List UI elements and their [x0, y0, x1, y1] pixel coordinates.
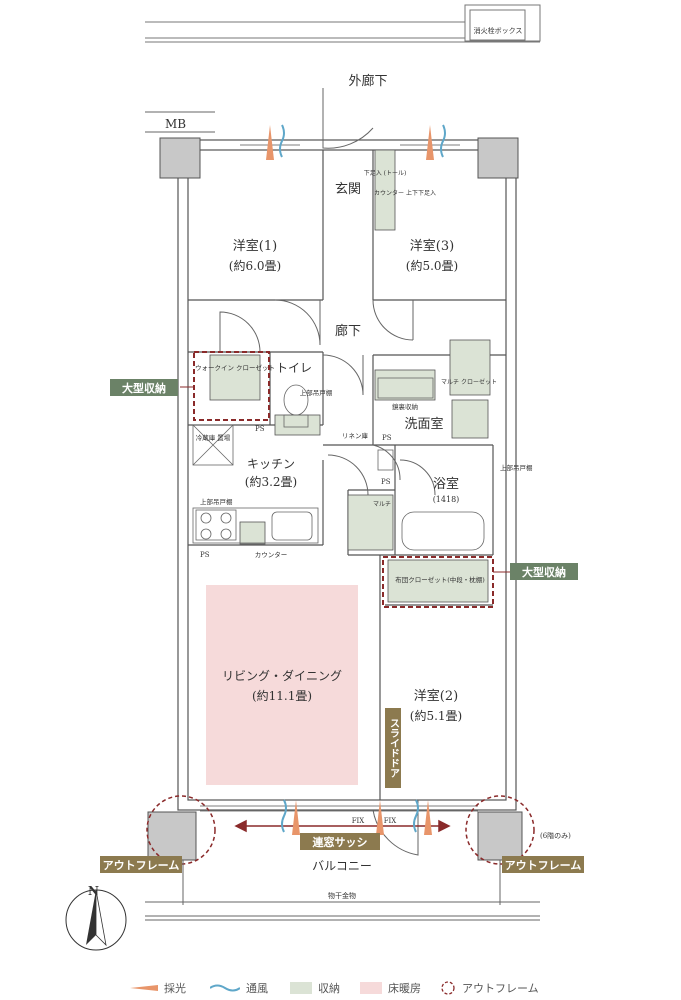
column-top-left: [159, 137, 201, 179]
western1-name: 洋室(1): [233, 238, 277, 254]
balcony-railing: [145, 860, 540, 921]
legend-out-frame: アウトフレーム: [440, 980, 539, 996]
fix-label-1: FIX: [352, 817, 365, 825]
fridge-label: 冷蔵庫 置場: [196, 433, 231, 442]
legend-floor-heating-label: 床暖房: [388, 982, 421, 995]
kitchen-size: (約3.2畳): [245, 474, 297, 489]
column-top-right: [477, 137, 519, 179]
legend-storage: 収納: [290, 980, 340, 996]
entrance-label: 玄関: [335, 182, 361, 197]
legend-out-frame-label: アウトフレーム: [462, 982, 539, 995]
shoe-box-label: 下足入 (トール): [364, 170, 407, 177]
clothes-hardware-label: 物干金物: [328, 891, 356, 900]
multi-label: マルチ: [373, 501, 391, 508]
heating-legend-swatch: [360, 982, 382, 994]
bath-name: 浴室: [433, 476, 459, 492]
legend-ventilation: 通風: [210, 980, 268, 996]
kitchen-name: キッチン: [247, 457, 295, 471]
exterior-top: [145, 4, 541, 43]
large-storage-tag-right: 大型収納: [510, 563, 578, 580]
toilet-label: トイレ: [276, 361, 312, 375]
living-size: (約11.1畳): [252, 688, 312, 703]
ps-label-2: PS: [200, 551, 210, 559]
ventilation-arrows: [279, 124, 446, 833]
fix-label-2: FIX: [384, 817, 397, 825]
out-frame-legend-icon: [441, 981, 455, 995]
western2-name: 洋室(2): [414, 688, 458, 704]
sanitary-fixtures: [283, 377, 485, 551]
out-frame-tag-left: アウトフレーム: [100, 856, 182, 873]
interior-walls: [188, 150, 506, 800]
mb-label: MB: [165, 117, 186, 131]
daylight-legend-icon: [130, 985, 158, 991]
balcony-label: バルコニー: [312, 859, 372, 873]
western2-size: (約5.1畳): [410, 708, 462, 723]
legend: 採光 通風 収納 床暖房 アウトフレーム: [0, 970, 681, 1000]
bath-size: (1418): [433, 495, 460, 504]
sixth-floor-label: (6階のみ): [540, 831, 571, 840]
ps-label-4: PS: [382, 434, 392, 442]
north-arrow: [65, 889, 127, 951]
daylight-arrows: [266, 125, 434, 835]
doors: [219, 88, 436, 856]
western3-name: 洋室(3): [410, 238, 454, 254]
legend-daylight-label: 採光: [164, 982, 186, 995]
western3-size: (約5.0畳): [406, 258, 458, 273]
multi-closet-label: マルチ クローゼット: [441, 378, 497, 386]
legend-floor-heating: 床暖房: [360, 980, 421, 996]
legend-ventilation-label: 通風: [246, 982, 268, 995]
outer-corridor-label: 外廊下: [348, 73, 387, 89]
column-bottom-left: [147, 811, 197, 861]
upper-cabinet-wash: 上部吊戸棚: [500, 463, 533, 472]
storage-areas: [209, 149, 491, 603]
shoe-box-counter-label: カウンター 上下下足入: [374, 189, 436, 197]
upper-cabinet-kitchen: 上部吊戸棚: [200, 497, 233, 506]
renso-sash-tag: 連窓サッシ: [300, 833, 380, 850]
mirror-storage-label: 鏡裏収納: [392, 402, 418, 411]
ps-label-1: PS: [255, 425, 265, 433]
washroom-label: 洗面室: [404, 416, 443, 432]
fire-hydrant-label: 消火栓ボックス: [474, 26, 523, 35]
out-frame-circle-left: [146, 795, 216, 865]
out-frame-circle-right: [465, 795, 535, 865]
walkin-closet-label: ウォークイン クローゼット: [195, 363, 275, 372]
kitchen-fixtures: [192, 424, 319, 544]
legend-daylight: 採光: [130, 980, 186, 996]
ventilation-legend-icon: [210, 984, 240, 992]
large-storage-tag-left: 大型収納: [110, 379, 178, 396]
counter-kitchen-label: カウンター: [255, 550, 288, 559]
large-storage-walkin: [193, 351, 270, 421]
north-label: N: [88, 884, 99, 898]
living-name: リビング・ダイニング: [222, 668, 342, 683]
ps-label-3: PS: [381, 478, 391, 486]
legend-storage-label: 収納: [318, 982, 340, 995]
column-bottom-right: [477, 811, 523, 861]
western1-size: (約6.0畳): [229, 258, 281, 273]
upper-cabinet-toilet: 上部吊戸棚: [300, 388, 333, 397]
mb-box: [145, 111, 215, 133]
linen-label: リネン庫: [342, 431, 369, 440]
out-frame-tag-right: アウトフレーム: [502, 856, 584, 873]
renso-sash-arrow: [234, 819, 451, 833]
storage-legend-swatch: [290, 982, 312, 994]
futon-closet-label: 布団クローゼット(中段・枕棚): [395, 575, 485, 584]
corridor-label: 廊下: [335, 323, 361, 339]
slide-door-tag: スライドドア: [385, 708, 401, 788]
outer-walls: [177, 139, 517, 811]
floor-heating-area: [206, 585, 358, 785]
